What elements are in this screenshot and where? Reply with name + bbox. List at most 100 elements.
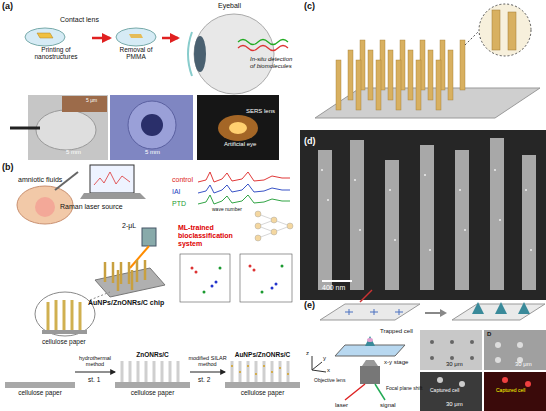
- process-strips: [225, 382, 300, 388]
- sample-illustration: [117, 270, 120, 291]
- process-strips: [263, 361, 266, 382]
- sample-illustration: [35, 292, 95, 336]
- optical-setup: [312, 370, 326, 372]
- sem-image: [499, 219, 501, 221]
- sample-illustration: [47, 302, 50, 330]
- process-strips: [5, 361, 300, 388]
- stage-node: AuNPs/ZnONRs/C cellulose paper: [225, 350, 300, 398]
- sem-image: [459, 189, 461, 191]
- micrographs: [502, 377, 531, 387]
- figure-label: 5 μm: [86, 98, 97, 104]
- photo-panels: [229, 122, 247, 134]
- optical-setup: [312, 356, 313, 370]
- pca-plots: [195, 271, 198, 274]
- process-arrow: [190, 371, 225, 372]
- process-arrow: [92, 37, 110, 40]
- trap-fabrication: [374, 309, 375, 315]
- photo-panels: [36, 110, 96, 150]
- micrographs: [437, 377, 443, 383]
- figure-label: Captured cell: [430, 388, 459, 394]
- neural-network: [271, 229, 277, 235]
- figure-label: IAI: [172, 188, 181, 196]
- pillar-array: [436, 60, 441, 110]
- pillar-array: [465, 30, 480, 45]
- figure-label: x-y stage: [384, 359, 408, 366]
- pca-plots: [180, 254, 292, 302]
- figure-label: Raman laser source: [60, 203, 123, 211]
- contact-lens-art: [25, 28, 156, 46]
- micrographs: [450, 356, 454, 360]
- process-strips: [145, 361, 148, 382]
- contact-lens-art: [25, 28, 65, 46]
- pca-plots: [191, 267, 194, 270]
- figure-label: (d): [304, 136, 316, 146]
- trap-fabrication: [425, 309, 447, 317]
- sem-image: [321, 169, 323, 171]
- figure-label: st. 1: [88, 376, 100, 383]
- sem-image: [464, 229, 466, 231]
- trap-fabrication: [472, 302, 530, 314]
- figure-label: Trapped cell: [380, 328, 413, 335]
- micrographs: [484, 330, 546, 370]
- micrographs: [470, 356, 474, 360]
- node-text: In-situ detection of biomolecules: [250, 56, 298, 70]
- eyeball-shape: [194, 14, 274, 94]
- sample-illustration: [55, 300, 58, 330]
- pca-plots: [275, 283, 278, 286]
- photo-panels: [197, 95, 279, 160]
- process-strips: [287, 361, 290, 382]
- process-strips: [279, 361, 282, 382]
- process-strips: [153, 361, 156, 382]
- node-text: cellulose paper: [225, 389, 300, 396]
- raman-spectra: [198, 172, 290, 204]
- sample-illustration: [144, 260, 147, 280]
- neural-network: [255, 211, 293, 241]
- sample-illustration: [48, 300, 80, 330]
- process-strips: [129, 361, 132, 382]
- figure-label: 30 μm: [515, 361, 532, 368]
- raman-spectra: [198, 184, 290, 193]
- figure-label: SERS lens: [246, 108, 275, 115]
- pillar-array: [492, 10, 500, 50]
- pillar-array: [448, 50, 453, 100]
- process-strips: [247, 365, 249, 367]
- figure-label: Focal plane shift: [386, 386, 422, 392]
- sem-image: [354, 179, 356, 181]
- node-text: AuNPs/ZnONRs/C: [225, 351, 300, 358]
- sem-image: [455, 150, 469, 290]
- micrographs: [495, 357, 501, 363]
- pca-plots: [191, 265, 256, 274]
- edge-label: hydrothermal method: [71, 355, 119, 368]
- sample-illustration: [120, 262, 123, 284]
- process-strips: [247, 361, 250, 382]
- sem-image: [525, 189, 527, 191]
- micrographs: [430, 340, 434, 344]
- pca-plots: [180, 254, 230, 302]
- contact-lens-art: [129, 34, 143, 38]
- process-arrow: [75, 371, 115, 372]
- sample-illustration: [136, 260, 139, 282]
- micrographs: [525, 381, 531, 387]
- photo-panels: [62, 96, 107, 112]
- trap-fabrication: [349, 309, 350, 315]
- figure-label: x: [327, 367, 330, 374]
- optical-setup: [367, 338, 373, 342]
- figure-label: (a): [2, 1, 13, 11]
- figure-label: Objective lens: [314, 378, 345, 384]
- node-text: Removal of PMMA: [110, 46, 162, 61]
- optical-setup: [312, 362, 322, 370]
- figure-label: signal: [380, 402, 396, 409]
- figure-label: z: [306, 350, 309, 357]
- process-strips: [115, 382, 190, 388]
- micrographs: [420, 330, 482, 370]
- figure-label: 400 nm: [322, 284, 345, 292]
- trap-fabrication: [495, 302, 507, 314]
- figure-label: amniotic fluids: [18, 176, 62, 184]
- sample-illustration: [79, 302, 82, 330]
- sample-illustration: [90, 292, 110, 300]
- node-text: Contact lens: [60, 16, 99, 24]
- stage-node: cellulose paper: [5, 350, 75, 398]
- process-strips: [169, 361, 172, 382]
- contact-lens-art: [37, 33, 53, 38]
- sem-image: [318, 138, 536, 290]
